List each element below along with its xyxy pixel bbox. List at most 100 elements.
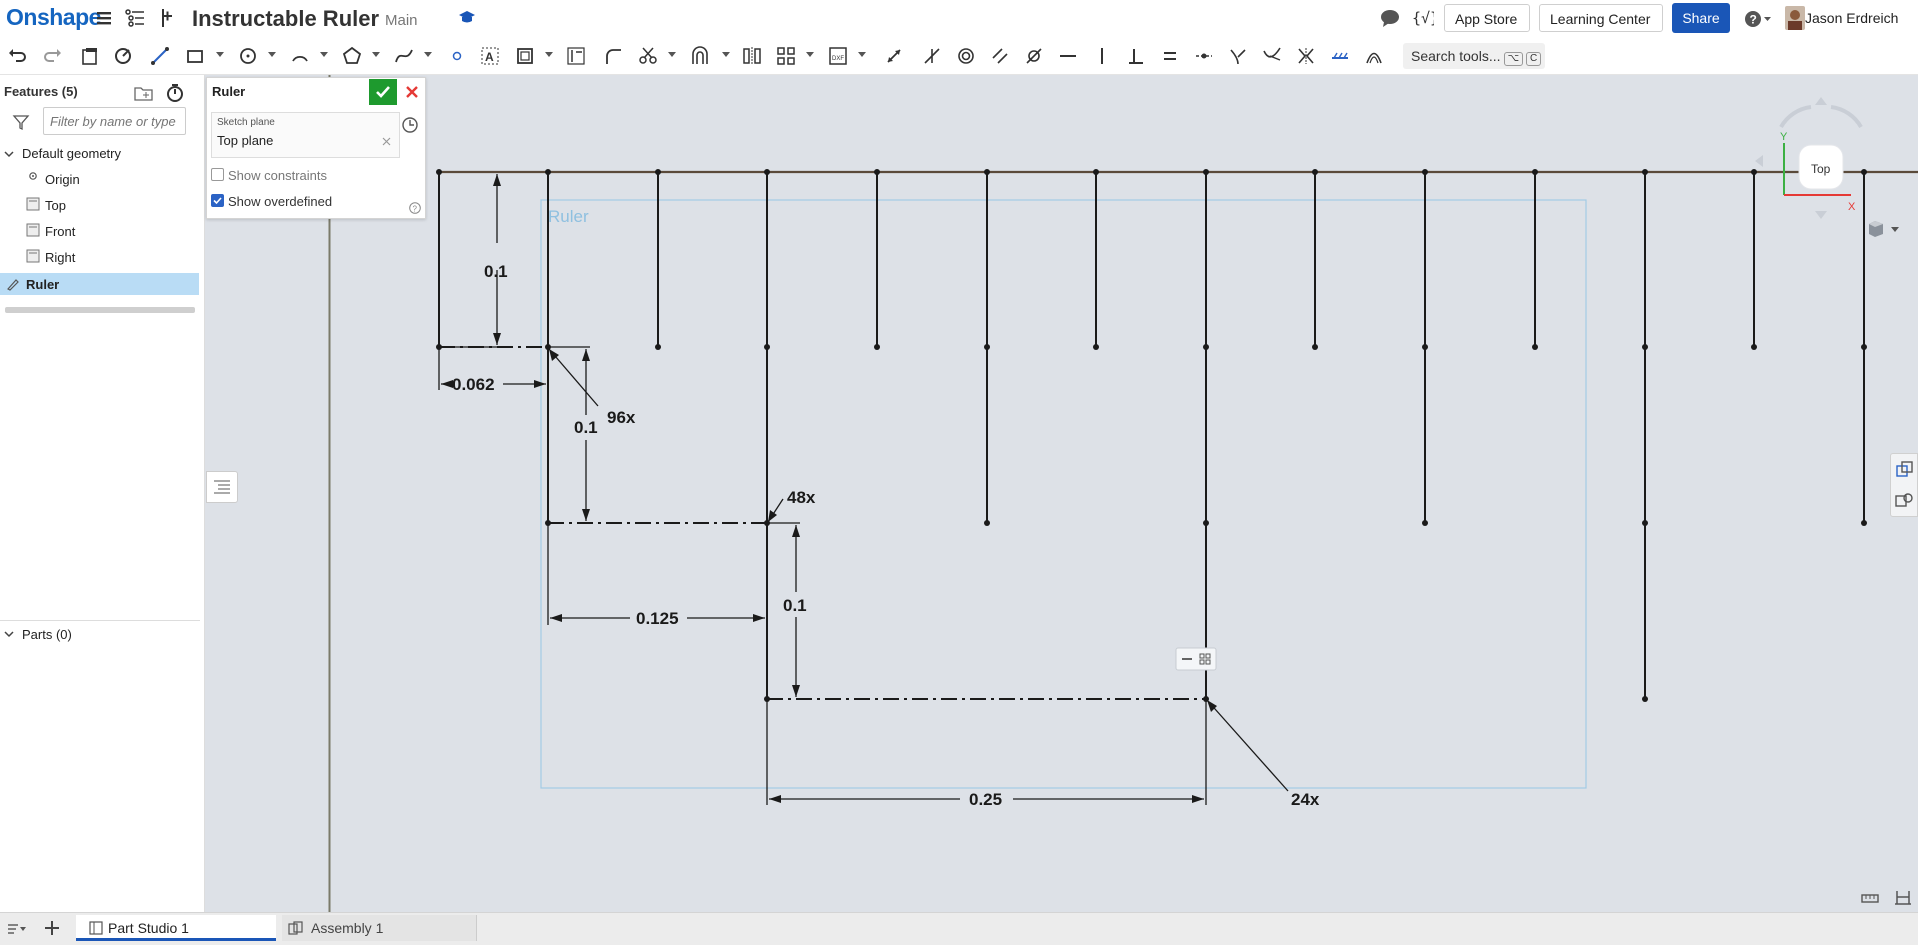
show-overdefined-option[interactable]: Show overdefined xyxy=(211,194,332,209)
tree-item-default-geometry[interactable]: Default geometry xyxy=(22,146,121,161)
circle-dropdown-icon[interactable] xyxy=(268,52,276,57)
equal-icon[interactable] xyxy=(1160,46,1180,66)
menu-icon[interactable] xyxy=(96,10,112,26)
branch-label[interactable]: Main xyxy=(385,12,418,29)
concentric-icon[interactable] xyxy=(956,46,976,66)
line-icon[interactable] xyxy=(150,46,170,66)
tab-part-studio-1[interactable]: Part Studio 1 xyxy=(76,915,276,941)
panel-toggle[interactable] xyxy=(206,471,238,503)
mass-properties-icon[interactable] xyxy=(1894,490,1914,510)
graphics-canvas[interactable]: Ruler xyxy=(205,75,1918,912)
polygon-icon[interactable] xyxy=(342,46,362,66)
clock-icon[interactable] xyxy=(401,116,419,134)
cancel-button[interactable] xyxy=(401,79,423,105)
search-tools-input[interactable]: Search tools...⌥C xyxy=(1403,43,1545,69)
trim-dropdown-icon[interactable] xyxy=(668,52,676,57)
accept-button[interactable] xyxy=(369,79,397,105)
trim-icon[interactable] xyxy=(638,46,658,66)
dxf-dropdown-icon[interactable] xyxy=(858,52,866,57)
filter-input[interactable] xyxy=(43,107,186,135)
tree-item-right[interactable]: Right xyxy=(45,250,76,265)
tree-item-ruler-row[interactable] xyxy=(0,273,199,295)
appearance-panel-icon[interactable] xyxy=(1894,459,1914,479)
feature-list-icon[interactable] xyxy=(125,9,145,27)
tree-item-top[interactable]: Top xyxy=(45,198,66,213)
chevron-down-icon[interactable] xyxy=(3,148,15,160)
tree-item-ruler[interactable]: Ruler xyxy=(26,277,60,292)
point-icon[interactable] xyxy=(447,46,467,66)
measure-icon[interactable] xyxy=(1860,890,1880,906)
use-project-icon[interactable] xyxy=(113,46,133,66)
clear-selection-icon[interactable] xyxy=(382,137,391,146)
add-folder-icon[interactable] xyxy=(134,84,154,102)
rectangle-dropdown-icon[interactable] xyxy=(216,52,224,57)
tree-item-front[interactable]: Front xyxy=(45,224,76,239)
document-title[interactable]: Instructable Ruler xyxy=(192,6,380,31)
undo-icon[interactable] xyxy=(8,46,28,66)
redo-icon[interactable] xyxy=(42,46,62,66)
constraint-widget[interactable] xyxy=(1175,647,1217,671)
offset-dropdown-icon[interactable] xyxy=(722,52,730,57)
image-dropdown-icon[interactable] xyxy=(545,52,553,57)
tab-manager-icon[interactable] xyxy=(6,921,28,937)
midpoint-icon[interactable] xyxy=(1194,46,1214,66)
filter-icon[interactable] xyxy=(12,113,30,131)
mirror-icon[interactable] xyxy=(742,46,762,66)
symmetric-icon[interactable] xyxy=(1296,46,1316,66)
chevron-down-icon[interactable] xyxy=(3,628,15,640)
offset-icon[interactable] xyxy=(690,46,710,66)
tangent-icon[interactable] xyxy=(1024,46,1044,66)
show-overdefined-checkbox[interactable] xyxy=(211,194,224,207)
help-icon[interactable]: ? xyxy=(1744,10,1772,28)
arc-dropdown-icon[interactable] xyxy=(320,52,328,57)
spline-dropdown-icon[interactable] xyxy=(424,52,432,57)
comment-icon[interactable] xyxy=(1380,9,1400,27)
pattern-dropdown-icon[interactable] xyxy=(806,52,814,57)
units-icon[interactable] xyxy=(1893,889,1913,907)
sketch-drawing[interactable]: Ruler xyxy=(205,75,1918,912)
fillet-icon[interactable] xyxy=(603,46,623,66)
share-button[interactable]: Share xyxy=(1672,3,1730,33)
app-store-button[interactable]: App Store xyxy=(1444,4,1530,32)
parallel-icon[interactable] xyxy=(990,46,1010,66)
dimension-icon[interactable] xyxy=(884,46,904,66)
featurescript-icon[interactable]: {√} xyxy=(1412,8,1434,28)
feature-list-scrollbar[interactable] xyxy=(5,307,195,313)
learning-center-button[interactable]: Learning Center xyxy=(1539,4,1663,32)
construction-icon[interactable] xyxy=(566,46,586,66)
horizontal-icon[interactable] xyxy=(1058,46,1078,66)
linear-pattern-icon[interactable] xyxy=(776,46,796,66)
parts-list-header[interactable]: Parts (0) xyxy=(22,627,72,642)
add-tab-icon[interactable] xyxy=(44,920,60,936)
spline-icon[interactable] xyxy=(394,46,414,66)
avatar[interactable] xyxy=(1785,6,1805,30)
onshape-logo[interactable]: Onshape xyxy=(6,4,101,30)
graduation-cap-icon[interactable] xyxy=(458,10,476,24)
view-options-icon[interactable] xyxy=(1867,218,1903,240)
circle-icon[interactable] xyxy=(238,46,258,66)
copy-sketch-icon[interactable] xyxy=(80,46,100,66)
pierce-icon[interactable] xyxy=(1262,46,1282,66)
user-name[interactable]: Jason Erdreich xyxy=(1805,10,1899,26)
rectangle-icon[interactable] xyxy=(185,46,205,66)
tree-item-origin[interactable]: Origin xyxy=(45,172,80,187)
dxf-import-icon[interactable]: DXF xyxy=(828,46,848,66)
arc-icon[interactable] xyxy=(290,46,310,66)
sketch-plane-field[interactable]: Sketch plane Top plane xyxy=(211,112,400,158)
show-constraints-option[interactable]: Show constraints xyxy=(211,168,327,183)
insert-image-icon[interactable] xyxy=(515,46,535,66)
show-constraints-checkbox[interactable] xyxy=(211,168,224,181)
curvature-icon[interactable] xyxy=(1364,46,1384,66)
fix-icon[interactable] xyxy=(1330,46,1350,66)
insert-icon[interactable] xyxy=(156,8,174,28)
normal-icon[interactable] xyxy=(1228,46,1248,66)
help-icon[interactable]: ? xyxy=(409,202,421,214)
rollback-timer-icon[interactable] xyxy=(166,83,184,103)
polygon-dropdown-icon[interactable] xyxy=(372,52,380,57)
tab-assembly-1[interactable]: Assembly 1 xyxy=(282,915,477,941)
coincident-icon[interactable] xyxy=(922,46,942,66)
text-icon[interactable]: A xyxy=(480,46,500,66)
vertical-icon[interactable] xyxy=(1092,46,1112,66)
perpendicular-icon[interactable] xyxy=(1126,46,1146,66)
view-cube[interactable]: Y X Top xyxy=(1751,85,1916,225)
